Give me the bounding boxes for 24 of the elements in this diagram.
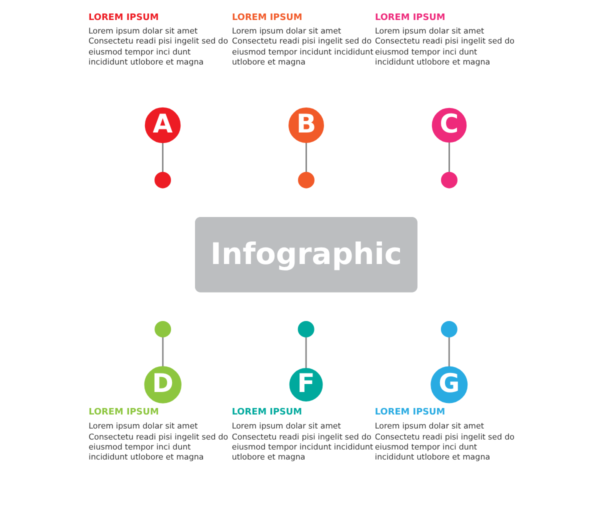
node-circle: G	[430, 366, 468, 404]
caption-heading: LOREM IPSUM	[232, 12, 304, 23]
caption-heading: LOREM IPSUM	[232, 408, 304, 418]
caption-heading: LOREM IPSUM	[88, 12, 160, 23]
node-circle	[298, 320, 314, 338]
node-circle	[154, 320, 172, 338]
caption-heading: LOREM IPSUM	[88, 408, 160, 418]
node-circle	[154, 172, 171, 188]
node-circle	[440, 320, 458, 338]
connector	[305, 336, 307, 369]
caption-heading: LOREM IPSUM	[374, 408, 446, 418]
node-circle: F	[289, 368, 323, 402]
connector	[162, 336, 164, 367]
node-circle	[441, 172, 458, 188]
node-circle: B	[288, 108, 324, 143]
node-circle	[298, 172, 314, 188]
connector	[162, 142, 164, 172]
node-circle: C	[432, 108, 467, 143]
connector	[448, 336, 450, 367]
node-circle: A	[144, 107, 181, 144]
caption-heading: LOREM IPSUM	[375, 12, 446, 23]
connector	[306, 142, 307, 172]
node-circle: D	[144, 366, 182, 404]
connector	[448, 142, 450, 172]
